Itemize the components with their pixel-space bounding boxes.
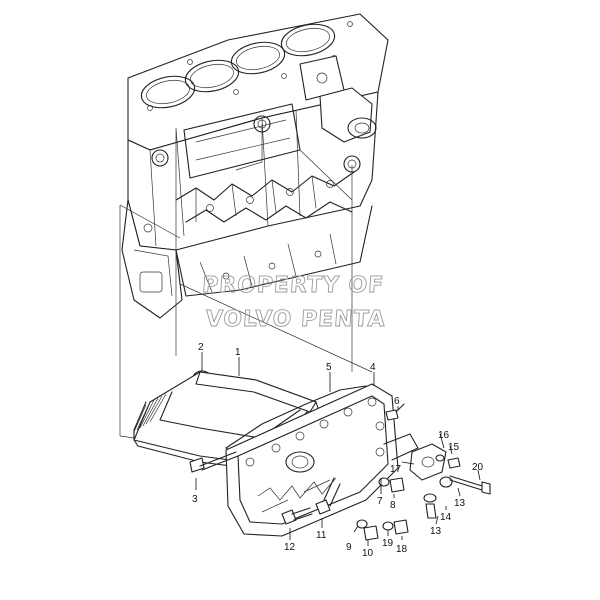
leader-lines bbox=[195, 352, 481, 546]
callout-1: 1 bbox=[235, 347, 241, 358]
callout-9: 9 bbox=[346, 542, 352, 553]
drain-plug-14 bbox=[423, 493, 437, 519]
callout-12: 12 bbox=[284, 542, 296, 553]
watermark-line-2: VOLVO PENTA bbox=[205, 307, 387, 332]
callout-5: 5 bbox=[326, 362, 332, 373]
bolt-11 bbox=[315, 477, 341, 515]
callout-6: 6 bbox=[394, 396, 400, 407]
plug-18 bbox=[382, 519, 409, 535]
bolt-6 bbox=[385, 403, 405, 421]
valve-body bbox=[409, 443, 447, 481]
callout-17: 17 bbox=[390, 464, 402, 475]
fasteners bbox=[189, 403, 491, 541]
callout-8: 8 bbox=[390, 500, 396, 511]
watermark-line-1: PROPERTY OF bbox=[201, 273, 385, 298]
plug-10 bbox=[356, 519, 379, 541]
callout-13-lower: 13 bbox=[430, 526, 442, 537]
callout-2: 2 bbox=[198, 342, 204, 353]
plug-13 bbox=[439, 476, 453, 488]
plug-8 bbox=[378, 477, 405, 493]
callout-19: 19 bbox=[382, 538, 394, 549]
callout-15: 15 bbox=[448, 442, 460, 453]
bolt-20 bbox=[449, 475, 491, 495]
callout-13-right: 13 bbox=[454, 498, 466, 509]
cooler-cover bbox=[225, 383, 419, 537]
callout-3: 3 bbox=[192, 494, 198, 505]
callout-7: 7 bbox=[377, 496, 383, 507]
callout-labels: 1 2 3 4 5 6 7 8 9 10 11 12 13 13 14 15 1… bbox=[192, 342, 484, 559]
callout-11: 11 bbox=[316, 530, 327, 541]
callout-14: 14 bbox=[440, 512, 452, 523]
bolt-12 bbox=[281, 507, 313, 525]
engine-block bbox=[121, 13, 389, 319]
watermark: PROPERTY OF VOLVO PENTA bbox=[201, 273, 387, 333]
callout-18: 18 bbox=[396, 544, 408, 555]
fitting-15-16 bbox=[435, 454, 461, 469]
callout-4: 4 bbox=[370, 362, 376, 373]
callout-16: 16 bbox=[438, 430, 450, 441]
bolt-3 bbox=[189, 451, 239, 473]
callout-10: 10 bbox=[362, 548, 374, 559]
callout-20: 20 bbox=[472, 462, 484, 473]
